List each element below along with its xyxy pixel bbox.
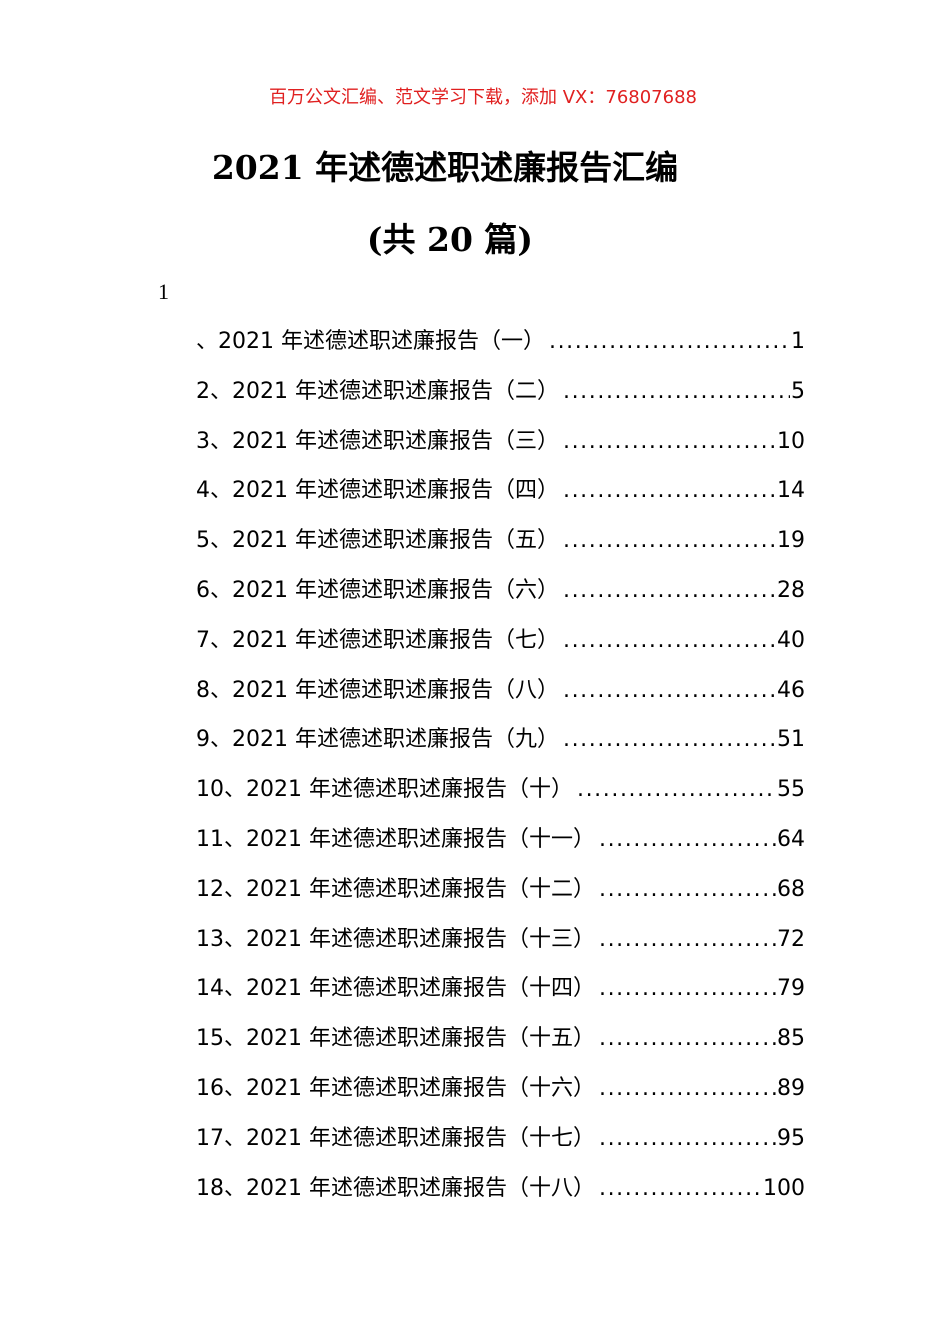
toc-entry-page: 19	[777, 528, 805, 554]
dot-leader	[563, 571, 776, 611]
toc-entry-page: 64	[777, 826, 805, 852]
toc-entry[interactable]: 12、2021 年述德述职述廉报告（十二） 68	[196, 870, 805, 920]
dot-leader	[563, 621, 776, 661]
toc-entry-page: 28	[777, 577, 805, 603]
dot-leader	[599, 920, 776, 960]
dot-leader	[563, 422, 776, 462]
list-number-marker: 1	[158, 279, 169, 304]
toc-entry[interactable]: 7、2021 年述德述职述廉报告（七） 40	[196, 621, 805, 671]
toc-entry-page: 68	[777, 876, 805, 902]
dot-leader	[599, 820, 776, 860]
toc-entry[interactable]: 、2021 年述德述职述廉报告（一） 1	[196, 322, 805, 372]
toc-entry[interactable]: 13、2021 年述德述职述廉报告（十三） 72	[196, 920, 805, 970]
toc-entry-page: 10	[777, 428, 805, 454]
toc-entry-page: 1	[791, 329, 805, 354]
dot-leader	[563, 521, 776, 561]
toc-entry[interactable]: 10、2021 年述德述职述廉报告（十） 55	[196, 770, 805, 820]
toc-entry-title: 、2021 年述德述职述廉报告（一）	[196, 329, 545, 354]
toc-entry-title: 10、2021 年述德述职述廉报告（十）	[196, 777, 573, 803]
toc-entry-title: 14、2021 年述德述职述廉报告（十四）	[196, 976, 595, 1002]
dot-leader	[563, 720, 776, 760]
toc-entry-title: 17、2021 年述德述职述廉报告（十七）	[196, 1125, 595, 1151]
toc-entry-page: 5	[791, 378, 805, 404]
toc-entry-page: 72	[777, 926, 805, 952]
toc-entry-title: 2、2021 年述德述职述廉报告（二）	[196, 378, 559, 404]
dot-leader	[599, 1119, 776, 1159]
dot-leader	[563, 471, 776, 511]
dot-leader	[599, 1019, 776, 1059]
toc-entry[interactable]: 18、2021 年述德述职述廉报告（十八） 100	[196, 1169, 805, 1219]
toc-entry-title: 8、2021 年述德述职述廉报告（八）	[196, 677, 559, 703]
toc-entry-title: 13、2021 年述德述职述廉报告（十三）	[196, 926, 595, 952]
toc-entry-title: 3、2021 年述德述职述廉报告（三）	[196, 428, 559, 454]
toc-entry-title: 15、2021 年述德述职述廉报告（十五）	[196, 1026, 595, 1052]
promo-header-text: 百万公文汇编、范文学习下载，添加 VX：76807688	[269, 87, 697, 108]
toc-entry-page: 95	[777, 1125, 805, 1151]
toc-entry-page: 40	[777, 627, 805, 653]
document-title: 2021 年述德述职述廉报告汇编	[211, 148, 679, 187]
toc-entry-page: 51	[777, 727, 805, 753]
toc-entry-title: 4、2021 年述德述职述廉报告（四）	[196, 478, 559, 504]
toc-entry-page: 14	[777, 478, 805, 504]
toc-entry-page: 89	[777, 1075, 805, 1101]
toc-entry-title: 9、2021 年述德述职述廉报告（九）	[196, 727, 559, 753]
toc-entry-title: 6、2021 年述德述职述廉报告（六）	[196, 577, 559, 603]
dot-leader	[599, 1169, 762, 1209]
table-of-contents: 、2021 年述德述职述廉报告（一） 1 2、2021 年述德述职述廉报告（二） 5…	[196, 322, 805, 1218]
dot-leader	[563, 671, 776, 711]
dot-leader	[599, 870, 776, 910]
toc-entry[interactable]: 5、2021 年述德述职述廉报告（五） 19	[196, 521, 805, 571]
toc-entry[interactable]: 14、2021 年述德述职述廉报告（十四） 79	[196, 969, 805, 1019]
dot-leader	[599, 969, 776, 1009]
toc-entry-title: 18、2021 年述德述职述廉报告（十八）	[196, 1175, 595, 1201]
toc-entry-page: 55	[777, 777, 805, 803]
toc-entry[interactable]: 3、2021 年述德述职述廉报告（三） 10	[196, 422, 805, 472]
toc-entry[interactable]: 15、2021 年述德述职述廉报告（十五） 85	[196, 1019, 805, 1069]
toc-entry[interactable]: 6、2021 年述德述职述廉报告（六） 28	[196, 571, 805, 621]
toc-entry[interactable]: 4、2021 年述德述职述廉报告（四） 14	[196, 471, 805, 521]
document-subtitle-count: (共 20 篇)	[366, 220, 534, 259]
toc-entry[interactable]: 2、2021 年述德述职述廉报告（二） 5	[196, 372, 805, 422]
toc-entry[interactable]: 9、2021 年述德述职述廉报告（九） 51	[196, 720, 805, 770]
toc-entry[interactable]: 17、2021 年述德述职述廉报告（十七） 95	[196, 1119, 805, 1169]
toc-entry-title: 16、2021 年述德述职述廉报告（十六）	[196, 1075, 595, 1101]
toc-entry-title: 12、2021 年述德述职述廉报告（十二）	[196, 876, 595, 902]
toc-entry-title: 11、2021 年述德述职述廉报告（十一）	[196, 826, 595, 852]
toc-entry-page: 46	[777, 677, 805, 703]
toc-entry[interactable]: 16、2021 年述德述职述廉报告（十六） 89	[196, 1069, 805, 1119]
toc-entry[interactable]: 8、2021 年述德述职述廉报告（八） 46	[196, 671, 805, 721]
toc-entry-page: 100	[763, 1175, 805, 1201]
dot-leader	[599, 1069, 776, 1109]
toc-entry[interactable]: 11、2021 年述德述职述廉报告（十一） 64	[196, 820, 805, 870]
toc-entry-title: 7、2021 年述德述职述廉报告（七）	[196, 627, 559, 653]
dot-leader	[563, 372, 790, 412]
toc-entry-page: 85	[777, 1026, 805, 1052]
dot-leader	[549, 322, 790, 362]
toc-entry-title: 5、2021 年述德述职述廉报告（五）	[196, 528, 559, 554]
dot-leader	[577, 770, 776, 810]
toc-entry-page: 79	[777, 976, 805, 1002]
